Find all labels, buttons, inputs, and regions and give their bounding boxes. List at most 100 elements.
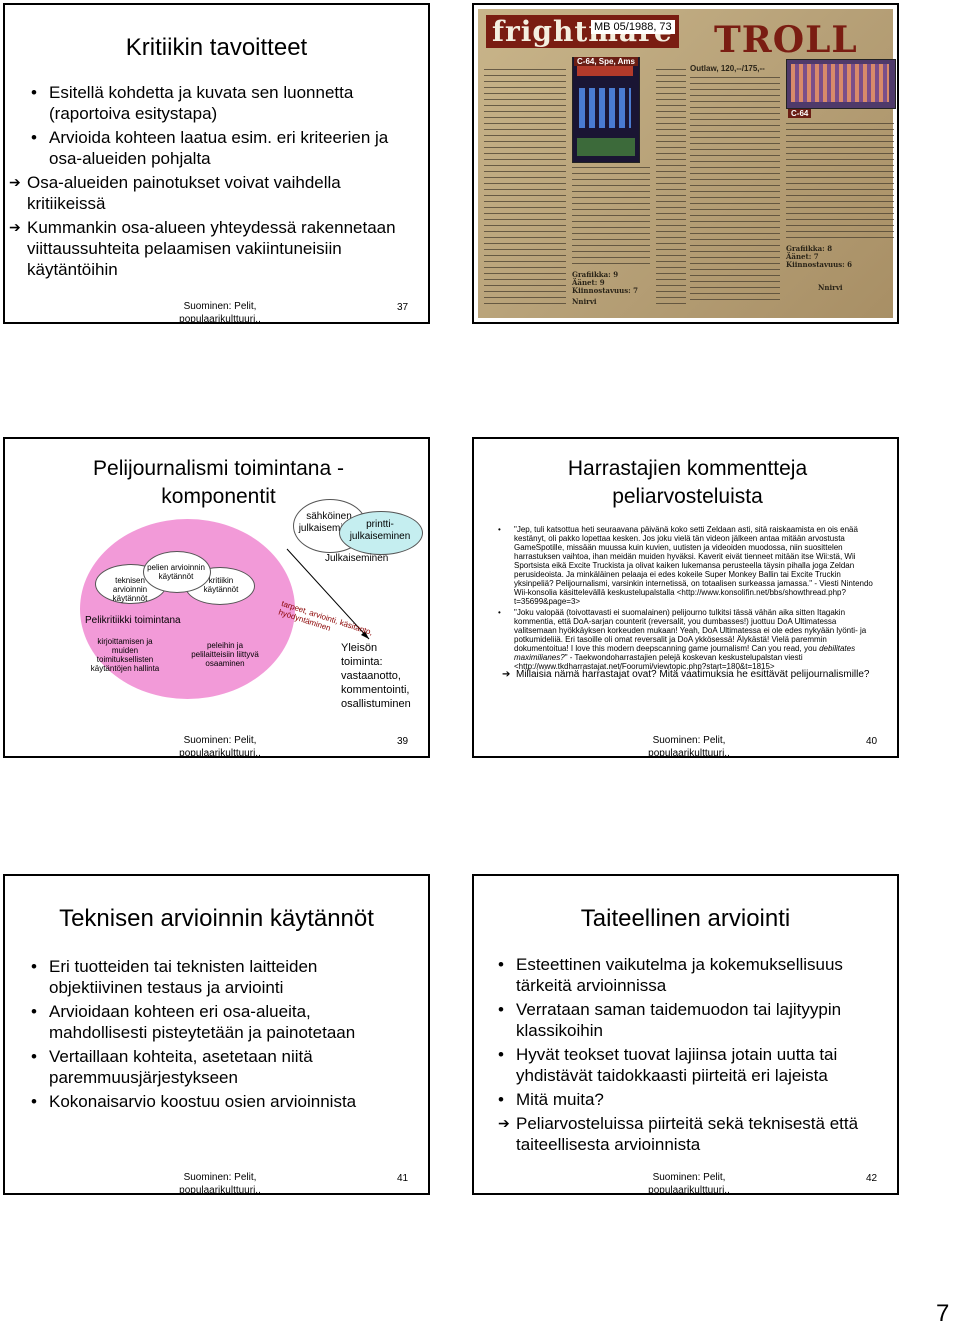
reviewer-signature: Nnirvi xyxy=(572,297,597,306)
yleison-text: Yleisön toiminta: vastaanotto, kommentoi… xyxy=(341,641,411,711)
printti-bubble xyxy=(339,511,423,555)
slide-title: Teknisen arvioinnin käytännöt xyxy=(59,905,374,932)
yleison-line: Yleisön xyxy=(341,642,378,654)
julkaiseminen-label: Julkaiseminen xyxy=(325,553,389,564)
bullet-item: Esteettinen vaikutelma ja kokemuksellisu… xyxy=(496,954,880,996)
pelikritiikki-label: Pelikritiikki toimintana xyxy=(85,615,181,626)
slide-footer: Suominen: Pelit, populaarikulttuuri.. xyxy=(175,734,265,758)
title-line: Harrastajien kommentteja xyxy=(567,457,808,480)
slide-footer: Suominen: Pelit, populaarikulttuuri.. xyxy=(644,734,734,758)
pelien-line: käytännöt xyxy=(158,572,194,581)
slide-37: Kritiikin tavoitteet Esitellä kohdetta j… xyxy=(3,3,430,324)
kritiikin-label: kritiikin käytännöt xyxy=(203,576,239,594)
footer-subtitle: populaarikulttuuri.. xyxy=(648,1185,730,1195)
peleihin-label: peleihin ja pelilaitteisiin liittyvä osa… xyxy=(191,641,259,668)
quote-item: "Joku valopää (toivottavasti ei suomalai… xyxy=(496,608,880,671)
rating-interest: Kiinnostavuus: 6 xyxy=(786,260,853,269)
footer-subtitle: populaarikulttuuri.. xyxy=(648,748,730,758)
pelien-line: pelien arvioinnin xyxy=(147,563,205,572)
magazine-photo: frightmare MB 05/1988, 73 TROLL C-64, Sp… xyxy=(478,9,896,318)
game-screenshot xyxy=(786,59,896,109)
arrow-bullet-item: Peliarvosteluissa piirteitä sekä teknise… xyxy=(496,1113,880,1155)
price-header: C-64, Spe, Ams xyxy=(574,57,638,66)
bullet-item: Eri tuotteiden tai teknisten laitteiden … xyxy=(29,956,413,998)
slide-40: Harrastajien kommentteja peliarvosteluis… xyxy=(472,437,899,758)
slide-number: 39 xyxy=(397,736,409,747)
footer-subtitle: populaarikulttuuri.. xyxy=(179,748,261,758)
yleison-line: osallistuminen xyxy=(341,698,411,710)
footer-author: Suominen: Pelit, xyxy=(183,301,257,312)
pelikritiikki-circle xyxy=(80,519,295,699)
bullet-item: Esitellä kohdetta ja kuvata sen luonnett… xyxy=(29,82,409,124)
footer-author: Suominen: Pelit, xyxy=(652,1172,726,1183)
bullet-list: Esteettinen vaikutelma ja kokemuksellisu… xyxy=(496,954,880,1158)
bullet-item: Arvioidaan kohteen eri osa-alueita, mahd… xyxy=(29,1001,413,1043)
slide-title: Harrastajien kommentteja peliarvosteluis… xyxy=(474,455,897,511)
ratings-left: Grafiikka: 9 Äänet: 9 Kiinnostavuus: 7 N… xyxy=(572,271,638,306)
slide-number: 41 xyxy=(397,1173,409,1184)
slide-number: 37 xyxy=(397,302,409,313)
title-line: komponentit xyxy=(161,485,276,508)
question-text: ➔ Millaisia nämä harrastajat ovat? Mitä … xyxy=(502,669,870,680)
bullet-item: Mitä muita? xyxy=(496,1089,880,1110)
c64-label: C-64 xyxy=(788,109,812,118)
text-column xyxy=(572,167,650,267)
magazine-source-label: MB 05/1988, 73 xyxy=(591,20,675,34)
quote-text: " - Taekwondoharrastajien pelejä koskeva… xyxy=(514,653,803,671)
rating-interest: Kiinnostavuus: 7 xyxy=(572,286,639,295)
text-column xyxy=(690,77,780,305)
teknisen-label: teknisen arvioinnin käytännöt xyxy=(112,576,148,603)
bullet-list: Esitellä kohdetta ja kuvata sen luonnett… xyxy=(9,82,409,283)
pelien-bubble xyxy=(143,551,211,593)
slide-footer: Suominen: Pelit, populaarikulttuuri.. xyxy=(175,1171,265,1195)
yleison-line: toiminta: xyxy=(341,656,383,668)
footer-subtitle: populaarikulttuuri.. xyxy=(179,1185,261,1195)
slide-38: frightmare MB 05/1988, 73 TROLL C-64, Sp… xyxy=(472,3,899,324)
slide-title: Kritiikin tavoitteet xyxy=(125,34,308,61)
bullet-item: Verrataan saman taidemuodon tai lajityyp… xyxy=(496,999,880,1041)
bullet-item: Kokonaisarvio koostuu osien arvioinnista xyxy=(29,1091,413,1112)
bullet-item: Vertaillaan kohteita, asetetaan niitä pa… xyxy=(29,1046,413,1088)
bullet-list: Eri tuotteiden tai teknisten laitteiden … xyxy=(29,956,413,1115)
bullet-item: Hyvät teokset tuovat lajiinsa jotain uut… xyxy=(496,1044,880,1086)
slide-footer: Suominen: Pelit, populaarikulttuuri.. xyxy=(644,1171,734,1195)
yleison-line: vastaanotto, xyxy=(341,670,401,682)
footer-author: Suominen: Pelit, xyxy=(183,735,257,746)
printti-line: julkaiseminen xyxy=(349,531,411,542)
reviewer-signature: Nnirvi xyxy=(818,283,843,292)
quote-item: "Jep, tuli katsottua heti seuraavana päi… xyxy=(496,525,880,606)
kirjoittaminen-label: kirjoittamisen ja muiden toimituksellist… xyxy=(90,637,160,673)
magazine-right-title: TROLL xyxy=(714,19,858,61)
title-line: peliarvosteluista xyxy=(612,485,763,508)
slide-footer: Suominen: Pelit, populaarikulttuuri.. xyxy=(175,300,265,322)
rating-sound: Äänet: 9 xyxy=(572,278,605,287)
bullet-item: Arvioida kohteen laatua esim. eri kritee… xyxy=(29,127,409,169)
text-column xyxy=(656,69,686,305)
rating-graphics: Grafiikka: 9 xyxy=(572,270,619,279)
price-header: Outlaw, 120,--/175,-- xyxy=(690,64,765,73)
slide-title: Pelijournalismi toimintana - komponentit xyxy=(5,455,428,511)
slide-42: Taiteellinen arviointi Esteettinen vaiku… xyxy=(472,874,899,1195)
pelien-label: pelien arvioinnin käytännöt xyxy=(145,563,207,581)
quote-emphasis: debilitates maximilianes? xyxy=(514,644,856,662)
yleison-line: kommentointi, xyxy=(341,684,410,696)
slide-number: 42 xyxy=(866,1173,878,1184)
text-column xyxy=(786,123,894,241)
quote-text: "Joku valopää (toivottavasti ei suomalai… xyxy=(514,608,867,653)
slide-number: 40 xyxy=(866,736,878,747)
slide-39: Pelijournalismi toimintana - komponentit… xyxy=(3,437,430,758)
rating-sound: Äänet: 7 xyxy=(786,252,819,261)
title-line: Pelijournalismi toimintana - xyxy=(93,457,344,480)
slide-41: Teknisen arvioinnin käytännöt Eri tuotte… xyxy=(3,874,430,1195)
footer-author: Suominen: Pelit, xyxy=(183,1172,257,1183)
printti-label: printti- julkaiseminen xyxy=(341,519,419,543)
sahkoinen-label: sähköinen julkaiseminen xyxy=(298,511,360,534)
diagonal-arrow xyxy=(286,548,370,640)
arrow-bullet-item: Osa-alueiden painotukset voivat vaihdell… xyxy=(7,172,409,214)
text-column xyxy=(484,69,566,305)
footer-author: Suominen: Pelit, xyxy=(652,735,726,746)
page-number: 7 xyxy=(936,1300,950,1327)
slide-title: Taiteellinen arviointi xyxy=(580,905,791,932)
rating-graphics: Grafiikka: 8 xyxy=(786,244,833,253)
ratings-right: Grafiikka: 8 Äänet: 7 Kiinnostavuus: 6 xyxy=(786,245,852,269)
